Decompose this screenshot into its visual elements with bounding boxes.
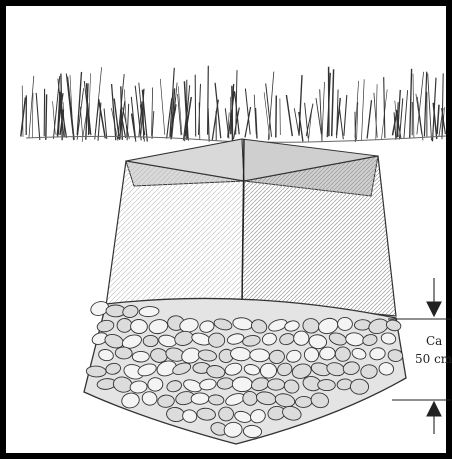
gravel-stone xyxy=(209,333,225,347)
gravel-stone xyxy=(268,379,285,390)
gravel-stone xyxy=(191,393,209,405)
grass-blade xyxy=(36,93,40,140)
gravel-stone xyxy=(335,347,351,362)
grass-blade xyxy=(322,82,325,140)
grass-blade xyxy=(195,75,196,137)
grass-blade xyxy=(437,105,439,134)
gravel-stone xyxy=(232,377,252,392)
grass-blade xyxy=(80,107,82,137)
grass-blade xyxy=(276,96,277,138)
gravel-stone xyxy=(115,347,132,360)
grass-blade xyxy=(160,79,165,135)
grass-blade xyxy=(410,69,412,139)
depth-label-cm: 50 cm xyxy=(415,352,452,366)
grass-blade xyxy=(339,108,343,139)
grass-blade xyxy=(286,95,292,136)
grass-blade xyxy=(256,108,258,139)
gravel-stone xyxy=(250,349,270,362)
gravel-stone xyxy=(294,331,309,345)
gravel-stone xyxy=(132,351,149,362)
gravel-stone xyxy=(350,379,369,395)
grass-blade xyxy=(208,66,209,135)
grass-strip xyxy=(21,66,446,142)
gravel-fill xyxy=(84,298,406,444)
gravel-stone xyxy=(337,317,352,330)
grass-blade xyxy=(404,90,408,138)
grass-blade xyxy=(362,79,365,140)
grass-blade xyxy=(367,100,371,138)
depth-label-ca: Ca xyxy=(426,334,442,348)
grass-blade xyxy=(68,77,75,140)
gravel-stone xyxy=(130,319,148,334)
grass-blade xyxy=(66,74,73,135)
pit-walls xyxy=(106,139,396,316)
grass-blade xyxy=(384,77,385,138)
grass-blade xyxy=(413,74,414,138)
grass-blade xyxy=(77,72,81,135)
grass-blade xyxy=(294,108,299,134)
soakaway-pit-illustration: Ca 50 cm xyxy=(6,6,452,465)
grass-blade xyxy=(46,94,47,139)
grass-blade xyxy=(32,93,33,138)
gravel-stone xyxy=(295,396,312,408)
gravel-stone xyxy=(354,319,371,330)
grass-blade xyxy=(344,95,347,136)
grass-blade xyxy=(332,69,334,136)
grass-blade xyxy=(124,89,126,137)
gravel-stone xyxy=(318,379,336,391)
grass-blade xyxy=(428,74,432,141)
gravel-stone xyxy=(218,407,233,421)
gravel-stone xyxy=(143,335,158,346)
